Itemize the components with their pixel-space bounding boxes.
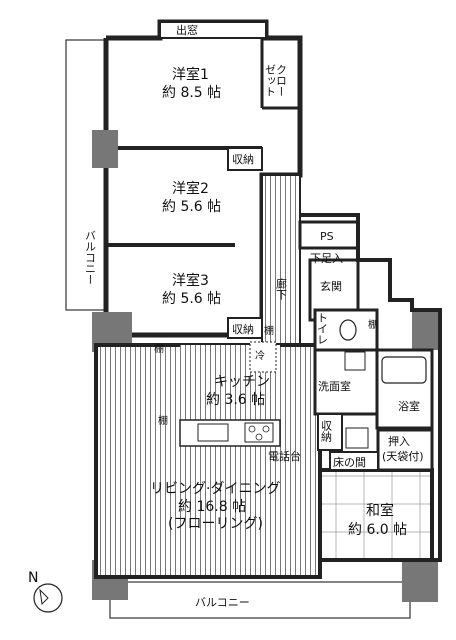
pillar — [412, 310, 440, 350]
bedroom3-area: 約 5.6 帖 — [162, 291, 221, 307]
bay-window-label: 出窓 — [176, 23, 198, 37]
kitchen-name: キッチン — [214, 374, 270, 390]
entrance-storage-label: 収納 — [320, 420, 333, 443]
shoe-storage-label: 下足入 — [310, 252, 343, 265]
washer-space — [345, 427, 369, 449]
tokonoma — [329, 451, 379, 471]
washitsu-name: 和室 — [366, 502, 394, 519]
washroom-label: 洗面室 — [318, 379, 351, 393]
bedroom2-name: 洋室2 — [172, 180, 209, 197]
east-outer-wall — [300, 213, 442, 562]
closet-label-line2: ゼット — [264, 64, 277, 97]
living-name: リビング·ダイニング — [150, 481, 280, 497]
kitchen-area: 約 3.6 帖 — [206, 392, 265, 408]
balcony-south — [109, 581, 411, 619]
living-floor-note: (フローリング) — [168, 516, 263, 532]
fridge-label: 冷 — [255, 349, 265, 362]
compass — [33, 583, 63, 613]
pillar — [92, 130, 118, 168]
storage2-label: 収納 — [232, 153, 254, 166]
washitsu-area: 約 6.0 帖 — [348, 522, 407, 538]
phone-stand-label: 電話台 — [268, 449, 301, 463]
bedroom1-area: 約 8.5 帖 — [162, 85, 221, 101]
pillar — [402, 562, 438, 602]
bathtub — [381, 356, 427, 384]
washitsu-floor — [318, 468, 434, 562]
living-area: 約 16.8 帖 — [178, 499, 246, 515]
closet-label-line1: クロー — [275, 64, 288, 97]
shelf-label-living: 棚 — [154, 342, 164, 355]
entrance-storage — [317, 413, 343, 451]
ps-label: PS — [320, 230, 334, 243]
oshiire-label: 押入 — [388, 434, 410, 448]
bedroom3-name: 洋室3 — [172, 272, 209, 289]
vanity — [344, 351, 366, 371]
shelf-label-kitchen: 棚 — [158, 414, 168, 427]
bedroom2-area: 約 5.6 帖 — [162, 199, 221, 215]
shelf-label-toilet: 棚 — [368, 318, 378, 331]
bathroom-label: 浴室 — [398, 399, 420, 413]
corridor-label: 廊下 — [275, 277, 288, 301]
storage3-label: 収納 — [232, 323, 254, 336]
toilet-fixture — [339, 319, 357, 341]
fridge-space — [249, 341, 277, 373]
entrance-label: 玄関 — [320, 279, 342, 293]
bay-window — [159, 21, 267, 39]
north-arrow-tail — [39, 588, 49, 606]
toilet-label: トイレ — [316, 312, 329, 345]
bedroom1-name: 洋室1 — [172, 66, 209, 83]
balcony-west-label: バルコニー — [84, 230, 97, 285]
sink — [197, 423, 229, 442]
storage-bedroom2 — [227, 147, 263, 171]
burner — [255, 433, 263, 441]
burner — [262, 425, 270, 433]
balcony-south-label: バルコニー — [195, 596, 250, 609]
tokonoma-label: 床の間 — [333, 455, 366, 469]
tenbukuro-label: (天袋付) — [382, 449, 424, 463]
shelf-label-corridor: 棚 — [264, 324, 274, 337]
oshiire — [376, 428, 434, 472]
burner — [248, 425, 256, 433]
stove — [244, 422, 274, 443]
north-label: N — [28, 570, 38, 586]
closet-label: クロー ゼット — [264, 64, 288, 97]
balcony-west — [65, 39, 107, 311]
